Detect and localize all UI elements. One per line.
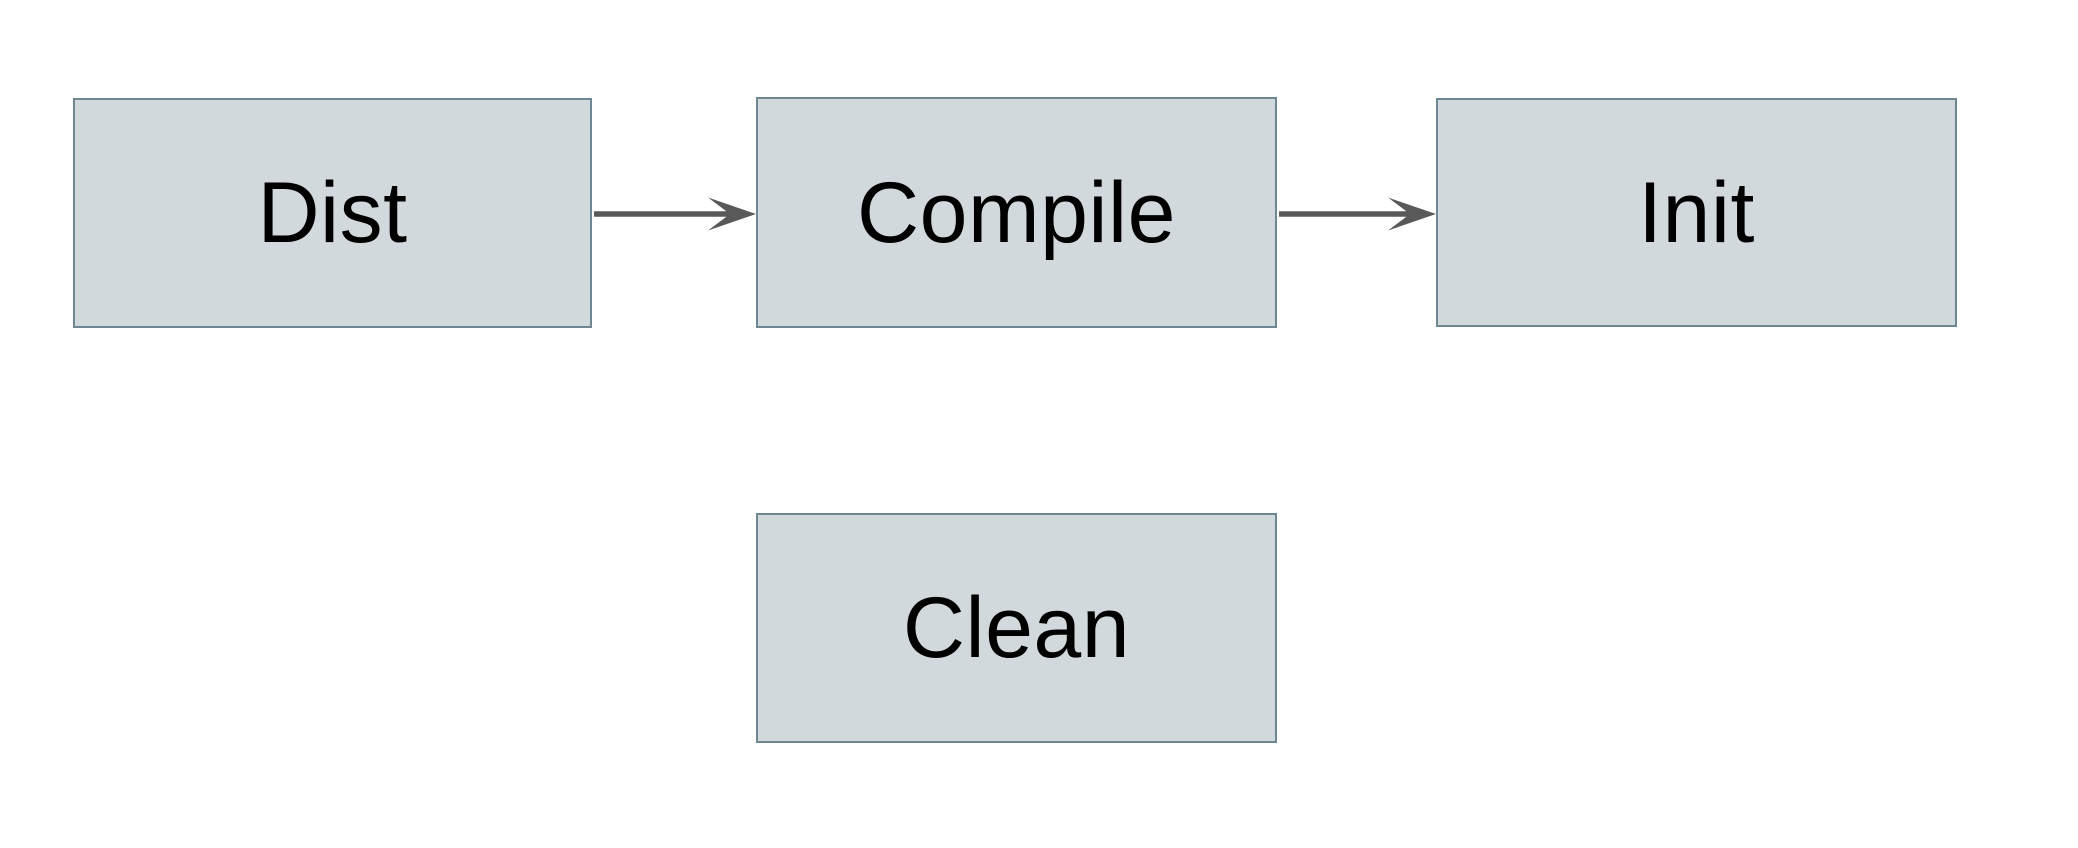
node-init[interactable]: Init bbox=[1436, 98, 1957, 327]
arrow-compile-to-init[interactable] bbox=[1279, 197, 1436, 231]
node-dist[interactable]: Dist bbox=[73, 98, 592, 328]
node-compile-label: Compile bbox=[857, 164, 1176, 261]
node-init-label: Init bbox=[1638, 164, 1755, 261]
arrow-dist-to-compile[interactable] bbox=[594, 197, 756, 231]
node-compile[interactable]: Compile bbox=[756, 97, 1277, 328]
node-clean-label: Clean bbox=[902, 580, 1131, 676]
node-clean[interactable]: Clean bbox=[756, 513, 1277, 743]
node-dist-label: Dist bbox=[257, 165, 408, 261]
